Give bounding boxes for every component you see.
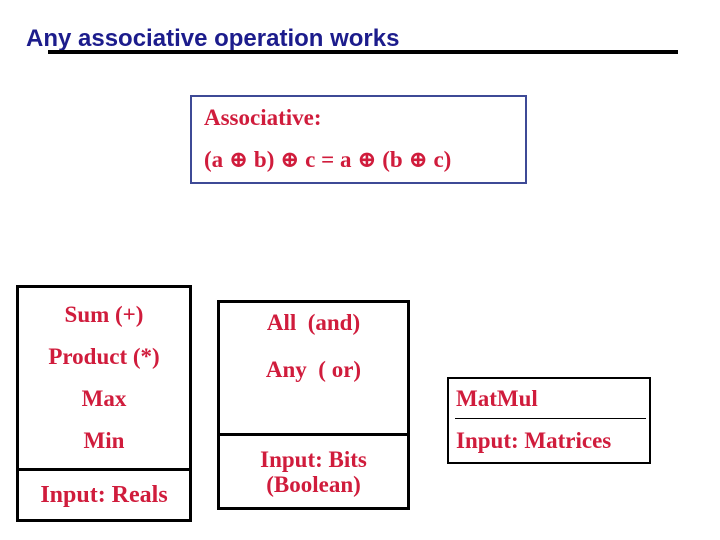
section-divider bbox=[220, 433, 407, 436]
associative-definition-box: Associative: (a ⊕ b) ⊕ c = a ⊕ (b ⊕ c) bbox=[190, 95, 527, 184]
bits-operations-box: All (and) Any ( or) Input: Bits (Boolean… bbox=[217, 300, 410, 510]
matrices-input-label: Input: Matrices bbox=[449, 419, 649, 462]
operation-item: Product (*) bbox=[48, 344, 160, 369]
section-divider bbox=[19, 468, 189, 471]
reals-operations-box: Sum (+) Product (*) Max Min Input: Reals bbox=[16, 285, 192, 522]
input-label-line: (Boolean) bbox=[266, 471, 361, 497]
bits-operations-list: All (and) Any ( or) bbox=[220, 303, 407, 433]
title-underline-rule bbox=[48, 50, 678, 54]
associative-formula: (a ⊕ b) ⊕ c = a ⊕ (b ⊕ c) bbox=[204, 147, 452, 172]
operation-item: Max bbox=[81, 386, 127, 411]
input-label: Input: Reals bbox=[40, 481, 168, 508]
bits-input-label: Input: Bits (Boolean) bbox=[220, 436, 407, 507]
operation-item: Sum (+) bbox=[64, 302, 144, 327]
input-label-line: Input: Bits bbox=[260, 446, 367, 472]
associative-heading: Associative: bbox=[204, 105, 322, 130]
reals-operations-list: Sum (+) Product (*) Max Min bbox=[19, 288, 189, 468]
reals-input-label: Input: Reals bbox=[19, 471, 189, 519]
matrices-operations-box: MatMul Input: Matrices bbox=[447, 377, 651, 464]
operation-item: MatMul bbox=[456, 385, 538, 411]
operation-item: Min bbox=[83, 428, 125, 453]
operation-item: Any ( or) bbox=[265, 357, 362, 382]
operation-item: All (and) bbox=[266, 310, 361, 335]
section-divider bbox=[455, 418, 646, 419]
matrices-operations-list: MatMul bbox=[449, 379, 649, 418]
input-label: Input: Matrices bbox=[456, 428, 612, 453]
page-title: Any associative operation works bbox=[26, 25, 400, 52]
